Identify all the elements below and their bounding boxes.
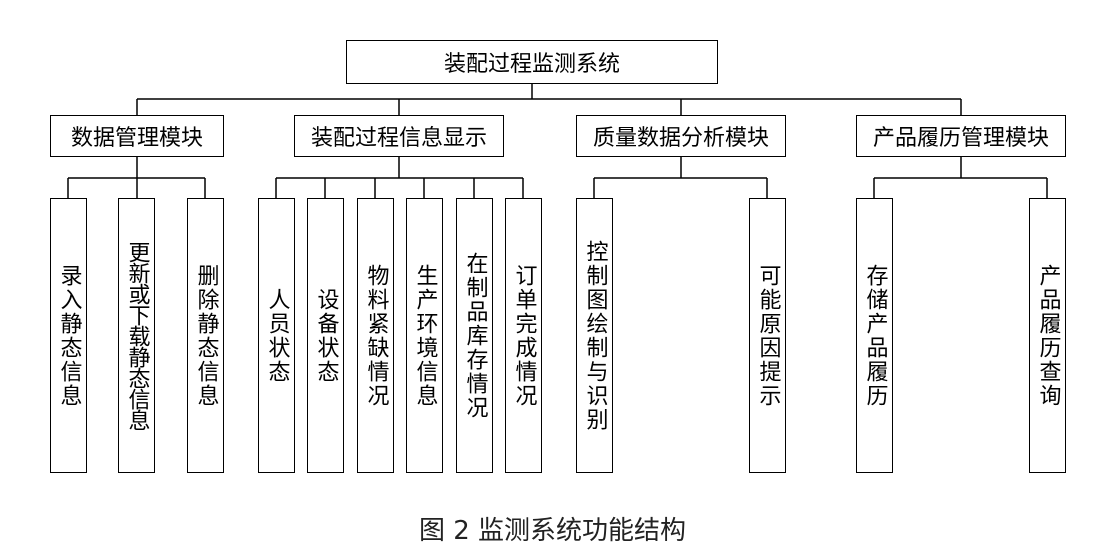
connector-lines [67,84,1048,198]
module-assembly-info-display: 装配过程信息显示 [294,115,504,157]
leaf-equipment-status: 设备状态 [307,198,344,473]
leaf-label: 物料紧缺情况 [363,263,389,408]
leaf-label: 产品履历查询 [1035,263,1061,408]
leaf-order-completion: 订单完成情况 [505,198,542,473]
leaf-personnel-status: 人员状态 [258,198,295,473]
module-label: 数据管理模块 [70,126,203,151]
leaf-label: 录入静态信息 [56,263,82,408]
leaf-update-download-static-info: 更新或下载静态信息 [118,198,155,473]
leaf-enter-static-info: 录入静态信息 [50,198,87,473]
leaf-label: 设备状态 [313,287,339,384]
leaf-label: 订单完成情况 [511,263,537,408]
module-label: 质量数据分析模块 [592,126,769,151]
leaf-label: 控制图绘制与识别 [582,239,608,432]
module-data-management: 数据管理模块 [50,115,224,157]
leaf-label: 在制品库存情况 [462,251,488,420]
leaf-control-chart: 控制图绘制与识别 [576,198,613,473]
leaf-wip-inventory: 在制品库存情况 [456,198,493,473]
leaf-label: 人员状态 [264,287,290,384]
module-product-history: 产品履历管理模块 [856,115,1066,157]
leaf-query-product-history: 产品履历查询 [1029,198,1066,473]
leaf-possible-causes: 可能原因提示 [749,198,786,473]
module-label: 装配过程信息显示 [310,126,487,151]
leaf-label: 可能原因提示 [755,263,781,408]
root-label: 装配过程监测系统 [443,52,620,77]
leaf-production-environment: 生产环境信息 [406,198,443,473]
module-quality-analysis: 质量数据分析模块 [576,115,786,157]
leaf-store-product-history: 存储产品履历 [856,198,893,473]
leaf-material-shortage: 物料紧缺情况 [357,198,394,473]
module-label: 产品履历管理模块 [872,126,1049,151]
root-node: 装配过程监测系统 [346,40,718,84]
leaf-label: 更新或下载静态信息 [124,241,150,430]
leaf-label: 删除静态信息 [193,263,219,408]
figure-caption: 图 2 监测系统功能结构 [418,516,687,546]
leaf-label: 生产环境信息 [412,263,438,408]
leaf-label: 存储产品履历 [862,263,888,408]
leaf-delete-static-info: 删除静态信息 [187,198,224,473]
